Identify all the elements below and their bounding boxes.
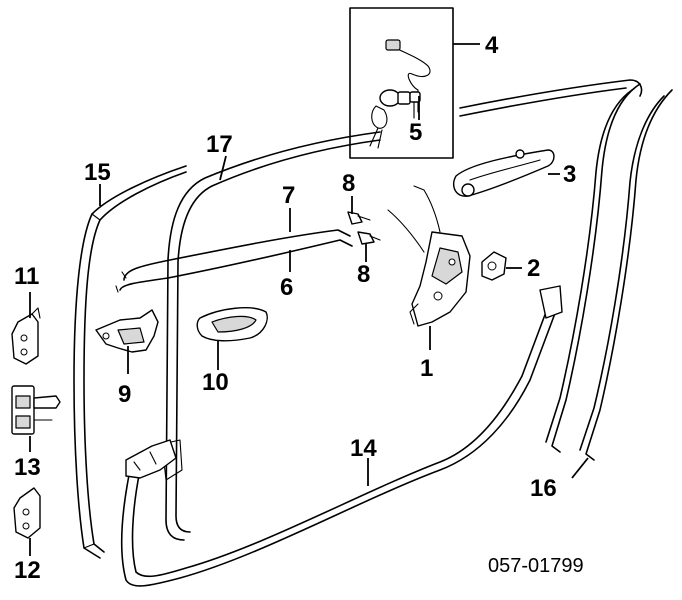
leader-lines (29, 43, 589, 556)
part-13-door-check (11, 385, 61, 435)
door-frame-outline (459, 79, 643, 117)
part-16-rear-weatherstrip (545, 83, 673, 461)
part-2-striker (481, 251, 507, 281)
part-7-rod (121, 229, 351, 281)
part-10-inside-handle (196, 307, 268, 342)
callout-17: 17 (206, 131, 233, 158)
callout-8-lower: 8 (357, 261, 370, 288)
callout-15: 15 (84, 159, 111, 186)
part-8-rod-clip-lower (357, 231, 381, 245)
callout-8-upper: 8 (342, 170, 355, 197)
part-11-upper-hinge (11, 307, 41, 365)
diagram-code: 057-01799 (488, 555, 584, 577)
part-6-rod (115, 239, 353, 293)
part-12-lower-hinge (13, 487, 41, 539)
part-17-glass-run (161, 131, 381, 541)
part-9-inside-handle-bracket (95, 309, 159, 353)
callout-13: 13 (14, 454, 41, 481)
callout-12: 12 (14, 557, 41, 584)
callout-3: 3 (563, 161, 576, 188)
part-1-door-latch (387, 185, 471, 327)
callout-9: 9 (118, 381, 131, 408)
part-3-outside-handle (452, 149, 555, 197)
callout-labels: 1 2 3 4 5 6 7 8 8 9 10 11 12 13 14 15 16… (14, 32, 584, 584)
callout-4: 4 (485, 32, 499, 59)
callout-11: 11 (14, 263, 39, 290)
callout-6: 6 (280, 274, 293, 301)
part-5-key (409, 91, 421, 119)
callout-14: 14 (350, 435, 377, 462)
part-8-rod-clip-upper (347, 211, 371, 225)
part-15-front-weatherstrip (73, 165, 187, 559)
part-4-lock-cylinder-set (349, 7, 454, 159)
part-14-door-weatherstrip (120, 285, 563, 587)
callout-16: 16 (530, 475, 557, 502)
callout-5: 5 (409, 119, 422, 146)
callout-7: 7 (282, 182, 295, 209)
callout-1: 1 (420, 355, 433, 382)
callout-2: 2 (527, 255, 540, 282)
callout-10: 10 (202, 369, 229, 396)
